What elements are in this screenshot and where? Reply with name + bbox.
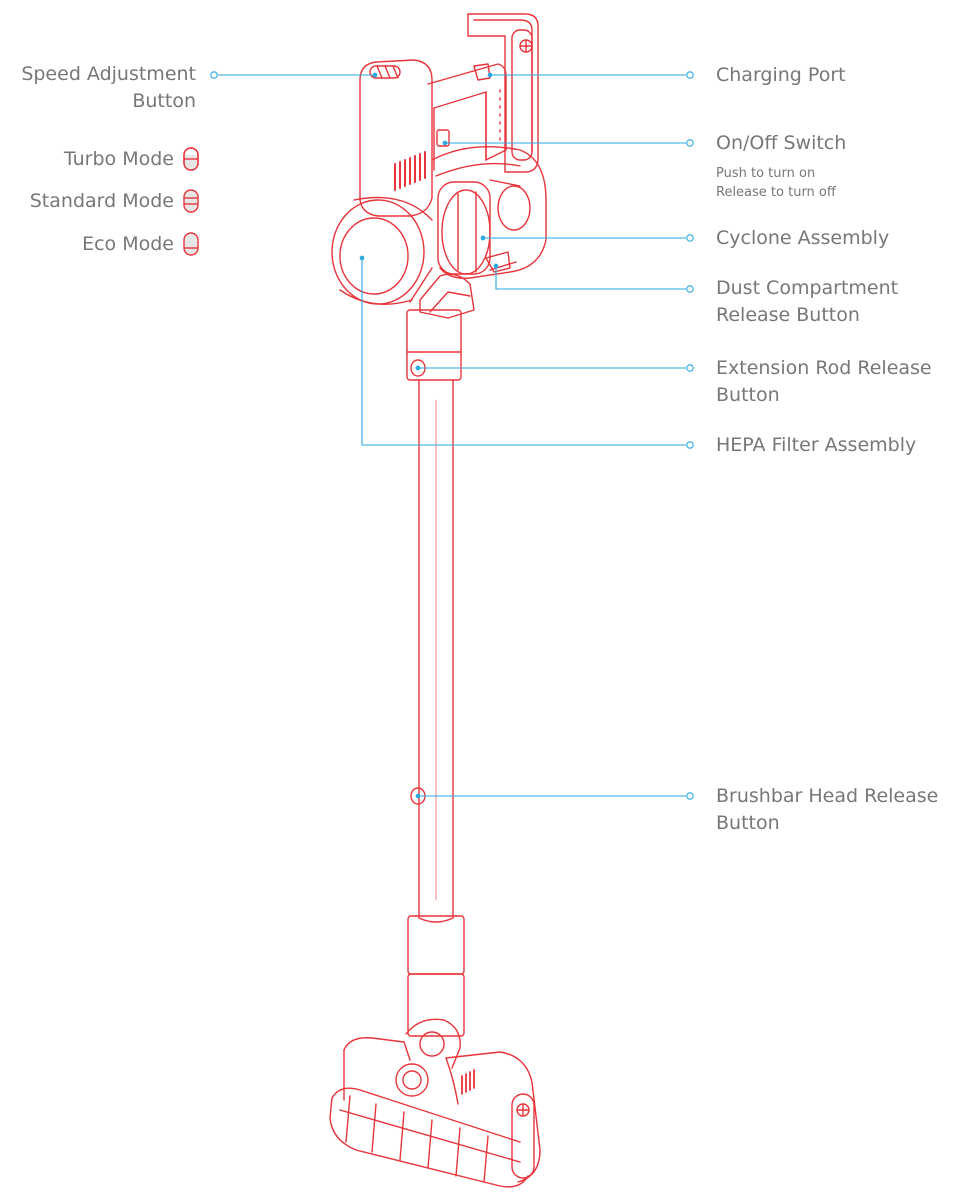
- label-speed-adjustment-line1: Speed Adjustment: [21, 63, 196, 85]
- leader-on-off-switch: [442, 139, 694, 147]
- upper-sleeve: [406, 309, 462, 381]
- label-brushbar-head-line2: Button: [716, 812, 780, 834]
- label-on-off-switch: On/Off Switch: [716, 132, 847, 154]
- label-dust-compartment-line1: Dust Compartment: [716, 277, 899, 299]
- charging-dock: [467, 13, 539, 173]
- leader-hepa-filter: [359, 255, 694, 449]
- motor-housing: [359, 59, 433, 217]
- leader-charging-port: [487, 71, 694, 79]
- note-push-to-turn-on: Push to turn on: [716, 166, 816, 181]
- brushbar-head-drawing: [329, 1018, 541, 1188]
- leader-lines: [210, 71, 694, 800]
- label-speed-adjustment-line2: Button: [132, 90, 196, 112]
- handle: [427, 63, 507, 171]
- mode-icons: [183, 147, 199, 256]
- label-dust-compartment-line2: Release Button: [716, 304, 860, 326]
- note-release-to-turn-off: Release to turn off: [716, 185, 836, 200]
- label-brushbar-head-line1: Brushbar Head Release: [716, 785, 939, 807]
- vent-slots: [394, 151, 426, 191]
- cyclone-assembly-drawing: [431, 146, 547, 279]
- label-extension-rod-line2: Button: [716, 384, 780, 406]
- turbo-mode-icon: [183, 147, 199, 171]
- eco-mode-icon: [183, 232, 199, 256]
- extension-rod: [418, 379, 454, 923]
- leader-speed-adjustment: [210, 71, 378, 79]
- label-extension-rod-line1: Extension Rod Release: [716, 357, 932, 379]
- label-charging-port: Charging Port: [716, 64, 846, 86]
- label-eco-mode: Eco Mode: [82, 233, 174, 255]
- leader-extension-rod: [415, 364, 694, 372]
- label-turbo-mode: Turbo Mode: [63, 148, 174, 170]
- neck-joint: [419, 273, 475, 319]
- standard-mode-icon: [183, 189, 199, 213]
- leader-cyclone-assembly: [480, 234, 694, 242]
- hepa-filter-drawing: [331, 196, 433, 305]
- label-standard-mode: Standard Mode: [29, 190, 174, 212]
- leader-brushbar-head: [415, 792, 694, 800]
- leader-dust-compartment: [493, 263, 694, 293]
- label-cyclone-assembly: Cyclone Assembly: [716, 227, 890, 249]
- label-hepa-filter: HEPA Filter Assembly: [716, 434, 917, 456]
